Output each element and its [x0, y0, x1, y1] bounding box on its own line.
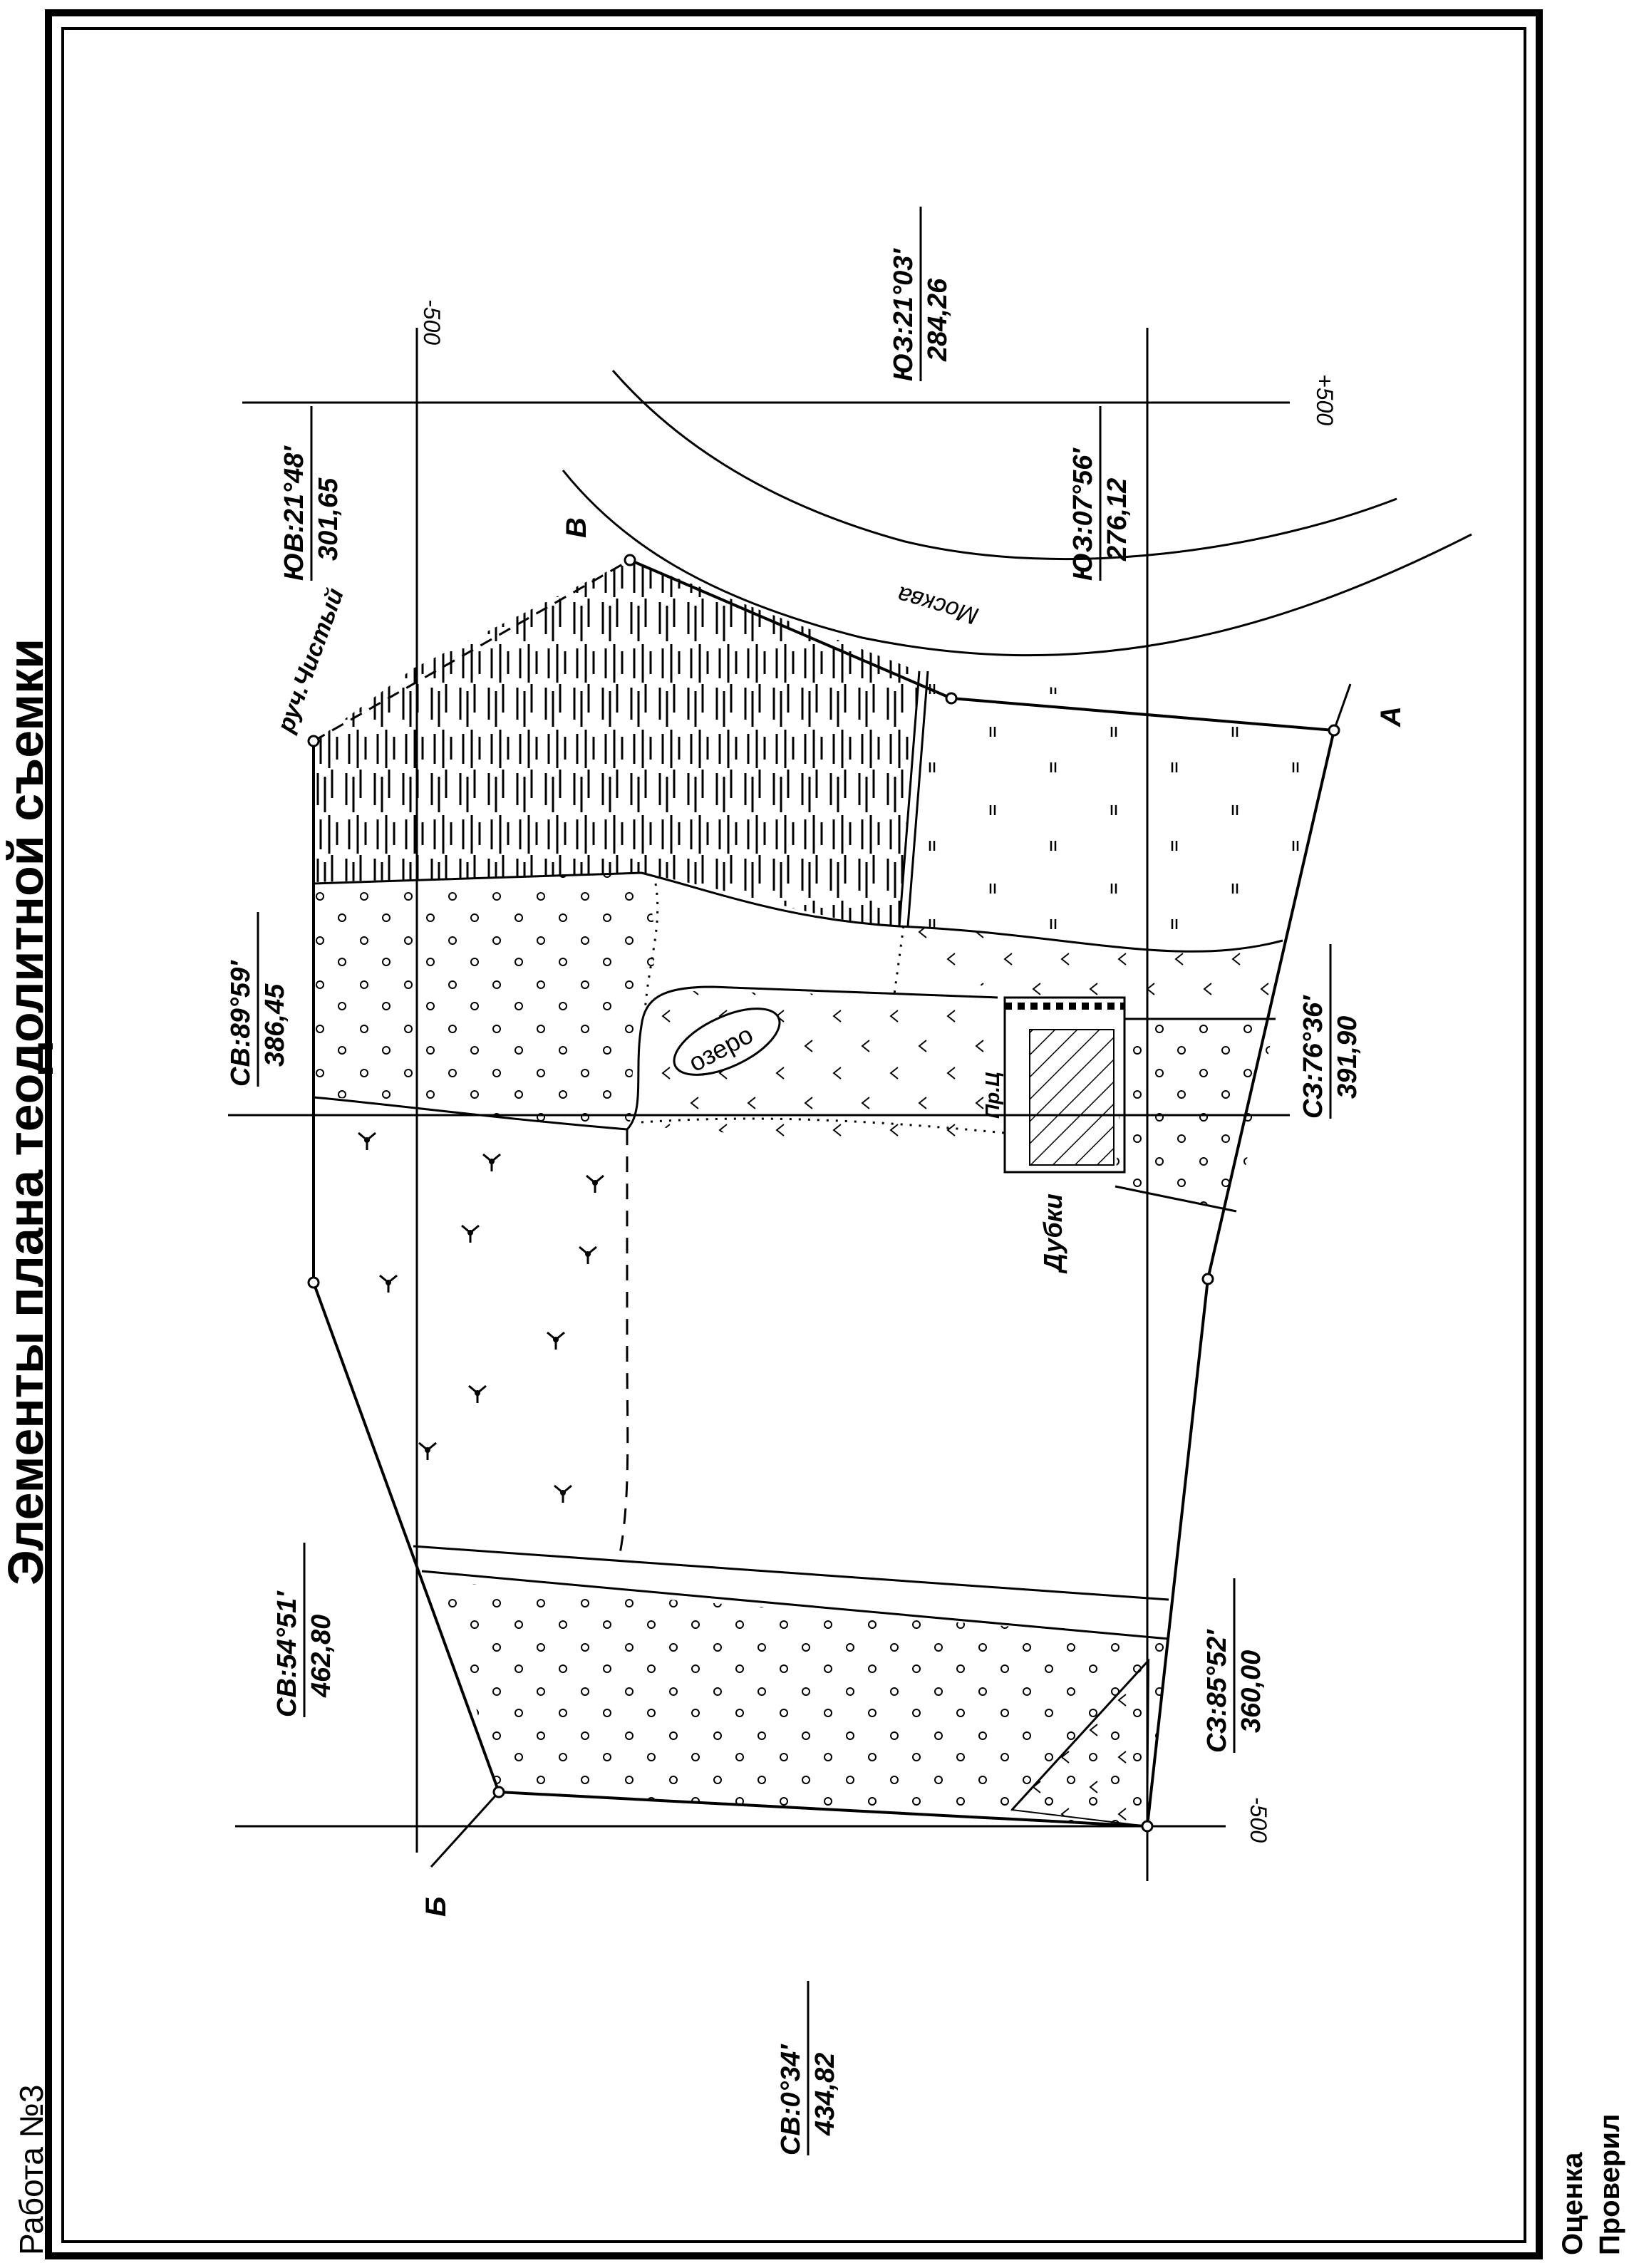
- sheet-title: Элементы плана теодолитной съемки: [0, 638, 53, 1585]
- marsh-area: [314, 560, 919, 926]
- svg-text:462,80: 462,80: [306, 1615, 336, 1698]
- svg-text:ЮЗ:21°03′: ЮЗ:21°03′: [889, 248, 919, 381]
- svg-text:ЮЗ:07°56′: ЮЗ:07°56′: [1068, 447, 1098, 581]
- grass-area: [641, 926, 1283, 1154]
- shrub-area-east: [1115, 1019, 1276, 1211]
- svg-text:СВ:0°34′: СВ:0°34′: [776, 2044, 806, 2155]
- east-shrub-boundary: [1115, 1185, 1237, 1213]
- svg-text:391,90: 391,90: [1333, 1016, 1362, 1099]
- svg-text:284,26: 284,26: [923, 278, 953, 362]
- lake: [673, 1008, 781, 1076]
- grid-label-right: +500: [1312, 374, 1338, 425]
- grid-label-top: -500: [419, 299, 445, 345]
- shrub-area-north: [314, 873, 655, 1129]
- svg-text:276,12: 276,12: [1102, 478, 1132, 561]
- grid-label-bottom: -500: [1246, 1797, 1271, 1843]
- b-tail: [430, 1791, 500, 1868]
- stream-label: руч.Чистый: [272, 584, 349, 736]
- field-boundary-1: [313, 871, 900, 928]
- bearing-sv54: СВ:54°51′ 462,80: [272, 1543, 336, 1717]
- point-b-label: Б: [420, 1897, 452, 1917]
- road-east-1: [898, 670, 921, 927]
- traverse-a-edge: [951, 697, 1335, 732]
- svg-text:386,45: 386,45: [260, 983, 290, 1067]
- traverse-polygon: [312, 730, 1335, 1828]
- lake-shore-boundary: [313, 985, 998, 1131]
- outer-frame: [45, 9, 1543, 2259]
- checked-label: Проверил: [1594, 2114, 1625, 2255]
- svg-text:СЗ:76°36′: СЗ:76°36′: [1298, 995, 1328, 1119]
- river-bank-upper: [562, 470, 1472, 657]
- river-bank-lower: [611, 370, 1397, 561]
- svg-text:ЮВ:21°48′: ЮВ:21°48′: [279, 445, 309, 581]
- svg-text:301,65: 301,65: [314, 477, 343, 561]
- work-label: Работа №3: [13, 2084, 50, 2255]
- oaks-label: Дубки: [1038, 1193, 1067, 1274]
- dotted-boundary-2: [643, 883, 659, 1013]
- dashed-path: [619, 1129, 629, 1554]
- svg-text:360,00: 360,00: [1236, 1650, 1266, 1733]
- point-v-label: В: [561, 517, 592, 538]
- prch-label: Пр.Ц: [981, 1072, 1003, 1119]
- traverse-vertices: [307, 554, 1340, 1833]
- glade-line-1: [413, 1545, 1169, 1601]
- svg-text:СВ:54°51′: СВ:54°51′: [272, 1590, 302, 1717]
- traverse-a-b-top: [313, 559, 631, 742]
- grade-label: Оценка: [1557, 2152, 1588, 2255]
- traverse-v-a: [629, 559, 952, 700]
- field-boundary-2: [899, 925, 1283, 953]
- corner-diagonal: [1010, 1659, 1150, 1811]
- dotted-boundary-3: [893, 926, 905, 995]
- forest-symbols: [358, 1132, 604, 1503]
- a-tail: [1333, 683, 1352, 731]
- garden-hatched: [1029, 1029, 1115, 1166]
- meadow-area: [899, 673, 1325, 952]
- garden-block: [1003, 996, 1126, 1174]
- bearing-sv89: СВ:89°59′ 386,45: [226, 912, 290, 1087]
- bearing-sz85: СЗ:85°52′ 360,00: [1202, 1578, 1266, 1753]
- bearing-yv: ЮВ:21°48′ 301,65: [279, 406, 343, 581]
- bearing-sv0: СВ:0°34′ 434,82: [776, 1981, 840, 2155]
- glade-line-2: [421, 1570, 1169, 1640]
- bearing-yz2: ЮЗ:07°56′ 276,12: [1068, 406, 1132, 581]
- road-east-2: [906, 670, 929, 927]
- inner-frame: [61, 27, 1526, 2243]
- shrub-area-south: [442, 1582, 1169, 1826]
- point-a-label: А: [1375, 706, 1407, 727]
- svg-text:СВ:89°59′: СВ:89°59′: [226, 960, 256, 1087]
- svg-text:434,82: 434,82: [810, 2053, 840, 2136]
- svg-text:СЗ:85°52′: СЗ:85°52′: [1202, 1629, 1232, 1753]
- river-label: Москва: [894, 581, 981, 630]
- bearing-yz1: ЮЗ:21°03′ 284,26: [889, 207, 953, 381]
- bearing-sz76: СЗ:76°36′ 391,90: [1298, 944, 1362, 1119]
